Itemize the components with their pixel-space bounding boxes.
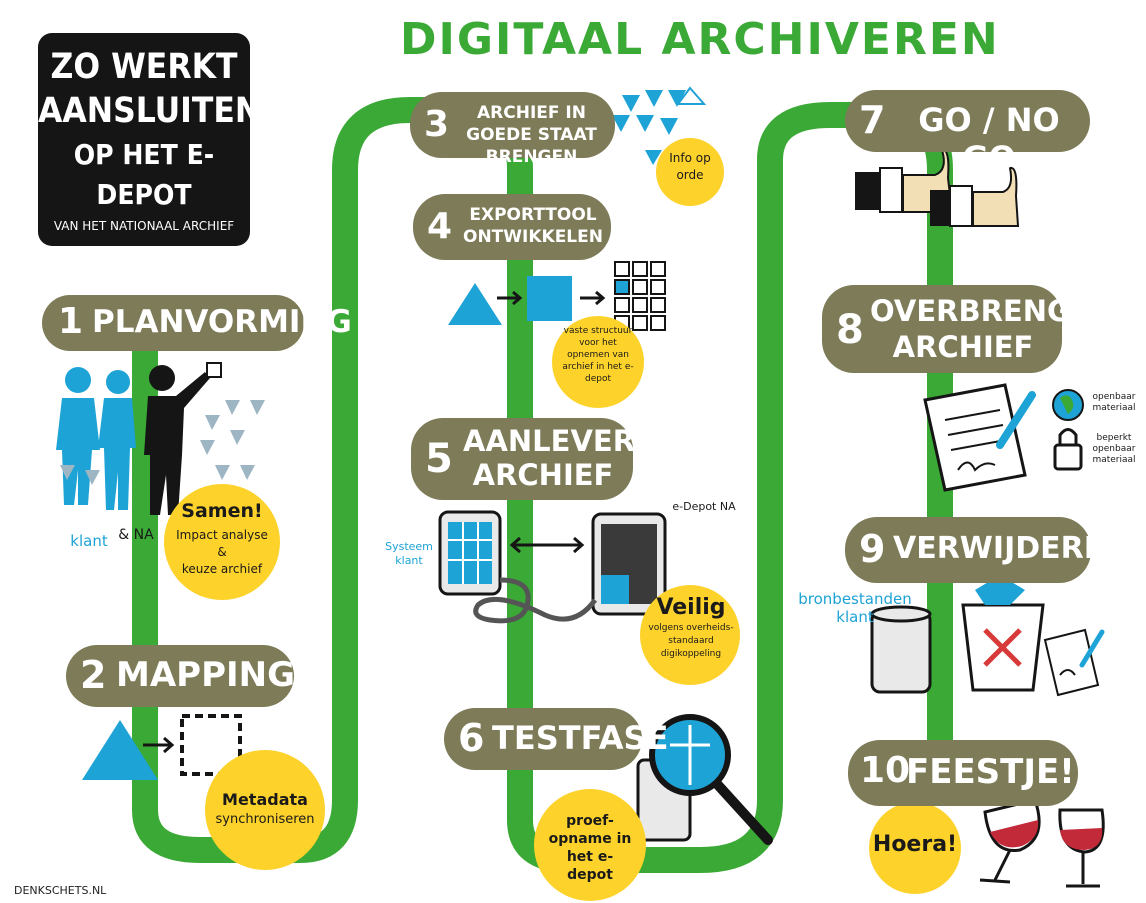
openbaar-note: openbaar materiaal	[1092, 392, 1136, 413]
veilig-bubble	[640, 585, 740, 685]
step-7-label: GO / NO GO	[918, 101, 1060, 177]
step-10-number: 10	[860, 750, 911, 791]
arrow-icon	[580, 290, 606, 306]
step-4-label: EXPORTTOOL ONTWIKKELEN	[463, 205, 603, 247]
document-pen-icon	[1043, 628, 1105, 697]
arrow-icon	[143, 736, 175, 754]
keuze-note: keuze archief	[181, 562, 263, 576]
bronbestanden-note: bronbestanden klant	[798, 590, 912, 626]
double-arrow-icon	[509, 536, 585, 554]
lock-icon	[1053, 428, 1083, 471]
step-5-number: 5	[425, 436, 453, 482]
info-note: Info op orde	[669, 151, 711, 182]
step-10-label: FEESTJE!	[906, 752, 1075, 792]
samen-note: Samen!	[181, 500, 263, 522]
cable-icon	[473, 577, 598, 624]
page-title: DIGITAAL ARCHIVEREN	[400, 14, 1000, 65]
triangle-pattern-icon	[612, 86, 707, 165]
proefopname-note: proef-opname in het e-depot	[548, 813, 632, 883]
step-3-pill: 3 ARCHIEF IN GOEDE STAAT BRENGEN	[410, 92, 615, 167]
document-pen-icon	[923, 383, 1036, 492]
step-3-number: 3	[424, 104, 450, 145]
hoera-note: Hoera!	[872, 832, 958, 857]
vaste-structuur-note: vaste structuur voor het opnemen van arc…	[562, 326, 634, 384]
globe-icon	[1052, 389, 1084, 421]
amp-note: &	[217, 545, 227, 559]
synchroniseren-note: synchroniseren	[215, 812, 315, 827]
step-6-label: TESTFASE	[492, 719, 669, 757]
thumbs-up-icon	[855, 148, 1020, 227]
metadata-note: Metadata	[222, 790, 308, 809]
trash-bin-icon	[961, 575, 1045, 692]
step-8-pill: 8 OVERBRENGEN ARCHIEF	[822, 285, 1115, 373]
intro-box: ZO WERKT AANSLUITEN OP HET E-DEPOT VAN H…	[38, 33, 262, 246]
triangle-pattern-icon	[60, 400, 265, 485]
dashed-square-icon	[180, 714, 242, 776]
step-6-pill: 6 TESTFASE	[444, 708, 669, 770]
intro-line-3: OP HET E-DEPOT	[73, 138, 215, 211]
step-2-pill: 2 MAPPING	[66, 645, 295, 707]
metadata-bubble	[205, 750, 325, 870]
step-2-number: 2	[80, 653, 107, 697]
step-2-label: MAPPING	[116, 655, 295, 695]
wine-glass-icon	[979, 798, 1105, 888]
intro-line-1: ZO WERKT	[50, 47, 238, 87]
hoera-bubble	[869, 802, 961, 894]
step-10-pill: 10 FEESTJE!	[848, 740, 1078, 806]
triangle-icon	[448, 283, 502, 325]
volgens-note: volgens overheids-standaard digikoppelin…	[648, 623, 734, 659]
step-8-label: OVERBRENGEN ARCHIEF	[870, 294, 1115, 364]
step-5-label: AANLEVEREN ARCHIEF	[463, 424, 680, 492]
step-1-label: PLANVORMING	[92, 304, 352, 340]
server-icon	[591, 512, 667, 616]
step-9-label: VERWIJDEREN	[893, 531, 1130, 566]
na-note: & NA	[118, 527, 154, 543]
magnifier-icon	[636, 714, 773, 845]
impact-note: Impact analyse	[176, 528, 268, 542]
proefopname-bubble	[534, 789, 646, 901]
veilig-note: Veilig	[656, 595, 726, 620]
credit-text: DENKSCHETS.NL	[14, 884, 107, 897]
step-4-pill: 4 EXPORTTOOL ONTWIKKELEN	[413, 194, 611, 260]
step-6-number: 6	[458, 716, 485, 760]
arrow-icon	[497, 290, 523, 306]
cylinder-icon	[438, 510, 502, 596]
step-9-pill: 9 VERWIJDEREN	[845, 517, 1130, 583]
step-1-pill: 1 PLANVORMING	[42, 295, 352, 351]
intro-line-2: AANSLUITEN	[38, 91, 262, 131]
step-5-pill: 5 AANLEVEREN ARCHIEF	[411, 418, 680, 500]
systeem-note: Systeem klant	[385, 540, 433, 567]
step-7-pill: 7 GO / NO GO	[845, 90, 1090, 177]
cylinder-icon	[870, 605, 932, 694]
beperkt-note: beperkt openbaar materiaal	[1092, 433, 1136, 465]
step-7-number: 7	[859, 98, 886, 142]
step-3-label: ARCHIEF IN GOEDE STAAT BRENGEN	[466, 103, 597, 167]
intro-subtitle: VAN HET NATIONAAL ARCHIEF	[53, 219, 235, 233]
info-bubble	[656, 138, 724, 206]
edepot-note: e-Depot NA	[672, 500, 736, 513]
samen-bubble	[164, 484, 280, 600]
square-icon	[527, 276, 572, 321]
step-8-number: 8	[836, 307, 864, 353]
step-4-number: 4	[427, 206, 453, 247]
grid-icon	[614, 261, 666, 331]
step-9-number: 9	[859, 527, 886, 571]
klant-note: klant	[70, 532, 108, 550]
triangle-icon	[82, 720, 158, 780]
vaste-structuur-bubble	[552, 316, 644, 408]
step-1-number: 1	[58, 301, 84, 342]
